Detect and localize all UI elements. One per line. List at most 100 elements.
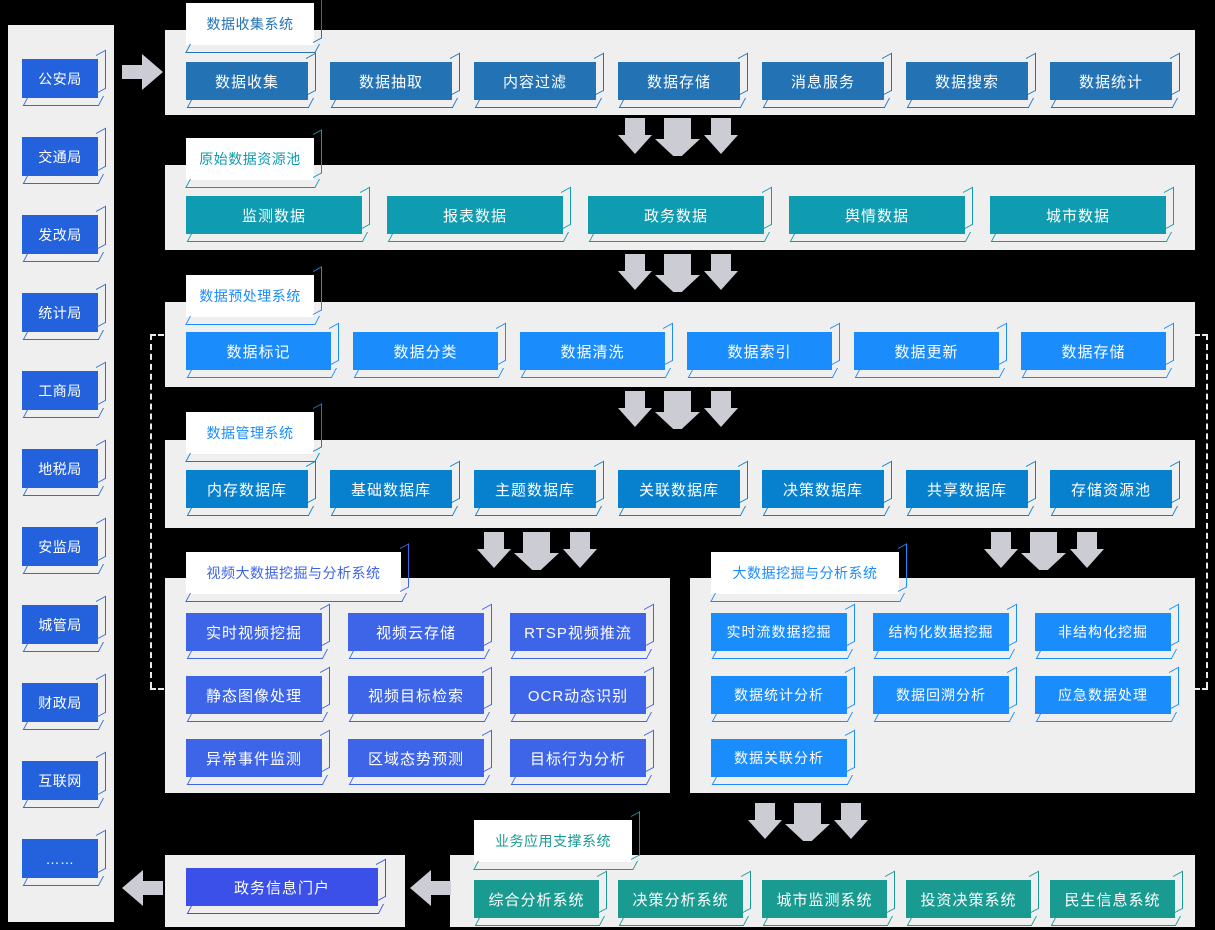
sidebar-item-1[interactable]: 交通局 [22, 137, 98, 176]
node-data-management-4[interactable]: 决策数据库 [762, 470, 884, 508]
node-data-management-1[interactable]: 基础数据库 [330, 470, 452, 508]
node-label: 数据统计 [1078, 73, 1143, 91]
node-video-mining-4[interactable]: 视频目标检索 [348, 676, 484, 714]
node-label: 监测数据 [241, 207, 306, 225]
sidebar-item-5[interactable]: 地税局 [22, 449, 98, 488]
node-bigdata-mining-2[interactable]: 非结构化挖掘 [1035, 613, 1171, 651]
node-label: 实时流数据挖掘 [726, 624, 832, 640]
sidebar-item-9[interactable]: 互联网 [22, 761, 98, 800]
node-data-management-2[interactable]: 主题数据库 [474, 470, 596, 508]
node-data-collection-5[interactable]: 数据搜索 [906, 62, 1028, 100]
dashed-guide-left-top [150, 334, 172, 336]
node-data-preprocess-3[interactable]: 数据索引 [687, 332, 832, 370]
node-label: 数据存储 [646, 73, 711, 91]
section-tab-data-preprocess[interactable]: 数据预处理系统 [186, 275, 314, 317]
node-data-collection-1[interactable]: 数据抽取 [330, 62, 452, 100]
node-label: 数据收集 [214, 73, 279, 91]
node-video-mining-0[interactable]: 实时视频挖掘 [186, 613, 322, 651]
node-bigdata-mining-3[interactable]: 数据统计分析 [711, 676, 847, 714]
sidebar-item-6[interactable]: 安监局 [22, 527, 98, 566]
down-arrow-icon [748, 803, 868, 841]
node-label: 数据回溯分析 [896, 687, 986, 703]
node-label: 基础数据库 [350, 481, 431, 499]
node-label: 目标行为分析 [529, 750, 626, 768]
node-data-collection-6[interactable]: 数据统计 [1050, 62, 1172, 100]
section-tab-label: 业务应用支撑系统 [495, 833, 611, 849]
node-business-support-2[interactable]: 城市监测系统 [762, 880, 887, 918]
node-business-support-4[interactable]: 民生信息系统 [1050, 880, 1175, 918]
node-video-mining-3[interactable]: 静态图像处理 [186, 676, 322, 714]
node-label: 内容过滤 [502, 73, 567, 91]
node-bigdata-mining-1[interactable]: 结构化数据挖掘 [873, 613, 1009, 651]
node-label: 政务数据 [643, 207, 708, 225]
node-bigdata-mining-6[interactable]: 数据关联分析 [711, 739, 847, 777]
node-data-preprocess-5[interactable]: 数据存储 [1021, 332, 1166, 370]
sidebar-item-label: 城管局 [38, 616, 82, 633]
node-raw-data-pool-2[interactable]: 政务数据 [588, 196, 764, 234]
node-label: 存储资源池 [1070, 481, 1151, 499]
sidebar-item-label: 交通局 [38, 148, 82, 165]
node-raw-data-pool-4[interactable]: 城市数据 [990, 196, 1166, 234]
node-data-management-5[interactable]: 共享数据库 [906, 470, 1028, 508]
section-tab-raw-data-pool[interactable]: 原始数据资源池 [186, 138, 314, 180]
node-raw-data-pool-1[interactable]: 报表数据 [387, 196, 563, 234]
down-arrow-icon [984, 532, 1104, 570]
section-tab-bigdata-mining[interactable]: 大数据挖掘与分析系统 [711, 552, 899, 594]
node-label: 城市监测系统 [776, 891, 873, 909]
node-video-mining-8[interactable]: 目标行为分析 [510, 739, 646, 777]
node-data-preprocess-2[interactable]: 数据清洗 [520, 332, 665, 370]
node-data-preprocess-1[interactable]: 数据分类 [353, 332, 498, 370]
sidebar-item-2[interactable]: 发改局 [22, 215, 98, 254]
section-tab-data-collection[interactable]: 数据收集系统 [186, 3, 314, 45]
node-video-mining-1[interactable]: 视频云存储 [348, 613, 484, 651]
node-portal[interactable]: 政务信息门户 [186, 868, 378, 906]
node-data-collection-3[interactable]: 数据存储 [618, 62, 740, 100]
node-bigdata-mining-0[interactable]: 实时流数据挖掘 [711, 613, 847, 651]
dashed-guide-left [150, 334, 152, 688]
section-tab-label: 数据预处理系统 [199, 288, 301, 304]
section-tab-label: 数据收集系统 [206, 16, 294, 32]
section-tab-label: 大数据挖掘与分析系统 [732, 565, 878, 581]
sidebar-item-10[interactable]: …… [22, 839, 98, 878]
node-business-support-1[interactable]: 决策分析系统 [618, 880, 743, 918]
node-video-mining-5[interactable]: OCR动态识别 [510, 676, 646, 714]
node-bigdata-mining-5[interactable]: 应急数据处理 [1035, 676, 1171, 714]
down-arrow-icon [618, 118, 738, 156]
node-label: 民生信息系统 [1064, 891, 1161, 909]
node-video-mining-2[interactable]: RTSP视频推流 [510, 613, 646, 651]
node-label: 结构化数据挖掘 [888, 624, 994, 640]
section-tab-data-management[interactable]: 数据管理系统 [186, 412, 314, 454]
node-data-collection-0[interactable]: 数据收集 [186, 62, 308, 100]
node-data-collection-4[interactable]: 消息服务 [762, 62, 884, 100]
sidebar-item-0[interactable]: 公安局 [22, 59, 98, 98]
node-data-management-6[interactable]: 存储资源池 [1050, 470, 1172, 508]
node-raw-data-pool-0[interactable]: 监测数据 [186, 196, 362, 234]
node-data-management-3[interactable]: 关联数据库 [618, 470, 740, 508]
node-label: 消息服务 [790, 73, 855, 91]
node-label: 政务信息门户 [233, 879, 330, 897]
node-label: 数据搜索 [934, 73, 999, 91]
node-data-preprocess-4[interactable]: 数据更新 [854, 332, 999, 370]
section-tab-business-support[interactable]: 业务应用支撑系统 [474, 820, 632, 862]
sidebar-item-4[interactable]: 工商局 [22, 371, 98, 410]
node-label: OCR动态识别 [527, 687, 629, 705]
node-video-mining-7[interactable]: 区域态势预测 [348, 739, 484, 777]
node-data-management-0[interactable]: 内存数据库 [186, 470, 308, 508]
sidebar-item-label: 工商局 [38, 382, 82, 399]
node-data-collection-2[interactable]: 内容过滤 [474, 62, 596, 100]
sidebar-item-3[interactable]: 统计局 [22, 293, 98, 332]
node-label: 综合分析系统 [488, 891, 585, 909]
node-data-preprocess-0[interactable]: 数据标记 [186, 332, 331, 370]
down-arrow-icon [477, 532, 597, 570]
node-bigdata-mining-4[interactable]: 数据回溯分析 [873, 676, 1009, 714]
node-raw-data-pool-3[interactable]: 舆情数据 [789, 196, 965, 234]
section-tab-video-mining[interactable]: 视频大数据挖掘与分析系统 [186, 552, 401, 594]
node-label: 数据统计分析 [734, 687, 824, 703]
node-video-mining-6[interactable]: 异常事件监测 [186, 739, 322, 777]
node-label: 城市数据 [1045, 207, 1110, 225]
node-business-support-0[interactable]: 综合分析系统 [474, 880, 599, 918]
node-business-support-3[interactable]: 投资决策系统 [906, 880, 1031, 918]
sidebar-item-7[interactable]: 城管局 [22, 605, 98, 644]
sidebar-item-8[interactable]: 财政局 [22, 683, 98, 722]
node-label: 数据抽取 [358, 73, 423, 91]
